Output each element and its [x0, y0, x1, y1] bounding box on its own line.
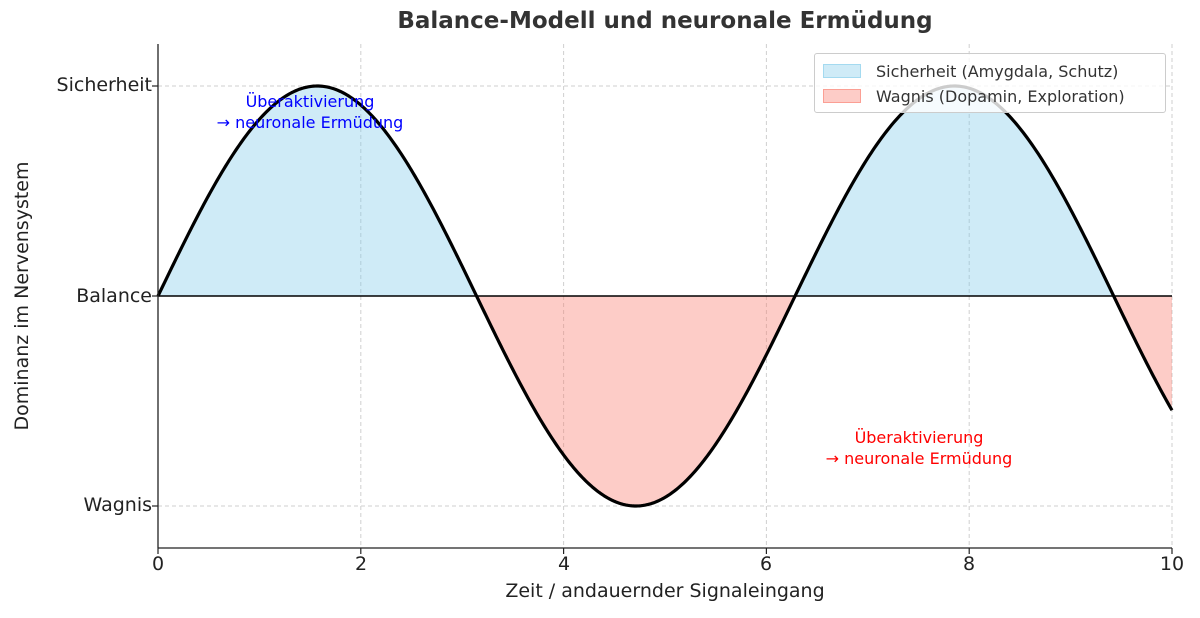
- annotation-red-line2: → neuronale Ermüdung: [825, 449, 1013, 468]
- x-axis-label: Zeit / andauernder Signaleingang: [505, 580, 825, 602]
- sicherheit-area: [158, 86, 1172, 296]
- y-axis-label: Dominanz im Nervensystem: [11, 161, 33, 431]
- annotation-blue: Überaktivierung → neuronale Ermüdung: [217, 91, 404, 133]
- xtick-4: 4: [557, 553, 571, 575]
- legend-item-wagnis: Wagnis (Dopamin, Exploration): [823, 86, 1125, 106]
- legend-swatch-blue: [823, 64, 861, 78]
- annotation-blue-line1: Überaktivierung: [245, 92, 375, 111]
- xtick-8: 8: [962, 553, 976, 575]
- ytick-balance: Balance: [76, 285, 152, 307]
- xtick-2: 2: [354, 553, 368, 575]
- ytick-wagnis: Wagnis: [83, 494, 153, 516]
- legend-label-wagnis: Wagnis (Dopamin, Exploration): [876, 86, 1125, 106]
- annotation-red: Überaktivierung → neuronale Ermüdung: [826, 427, 1013, 469]
- xtick-10: 10: [1159, 553, 1185, 575]
- xtick-0: 0: [151, 553, 165, 575]
- legend-label-sicherheit: Sicherheit (Amygdala, Schutz): [876, 61, 1119, 81]
- annotation-blue-line2: → neuronale Ermüdung: [216, 113, 404, 132]
- xtick-6: 6: [759, 553, 773, 575]
- chart-title: Balance-Modell und neuronale Ermüdung: [397, 8, 933, 34]
- ytick-sicherheit: Sicherheit: [56, 74, 152, 96]
- legend-item-sicherheit: Sicherheit (Amygdala, Schutz): [823, 61, 1118, 81]
- axis-ticks: [152, 85, 1173, 554]
- legend: Sicherheit (Amygdala, Schutz) Wagnis (Do…: [814, 53, 1166, 113]
- legend-swatch-red: [823, 89, 861, 103]
- annotation-red-line1: Überaktivierung: [854, 428, 984, 447]
- wagnis-area: [158, 296, 1172, 506]
